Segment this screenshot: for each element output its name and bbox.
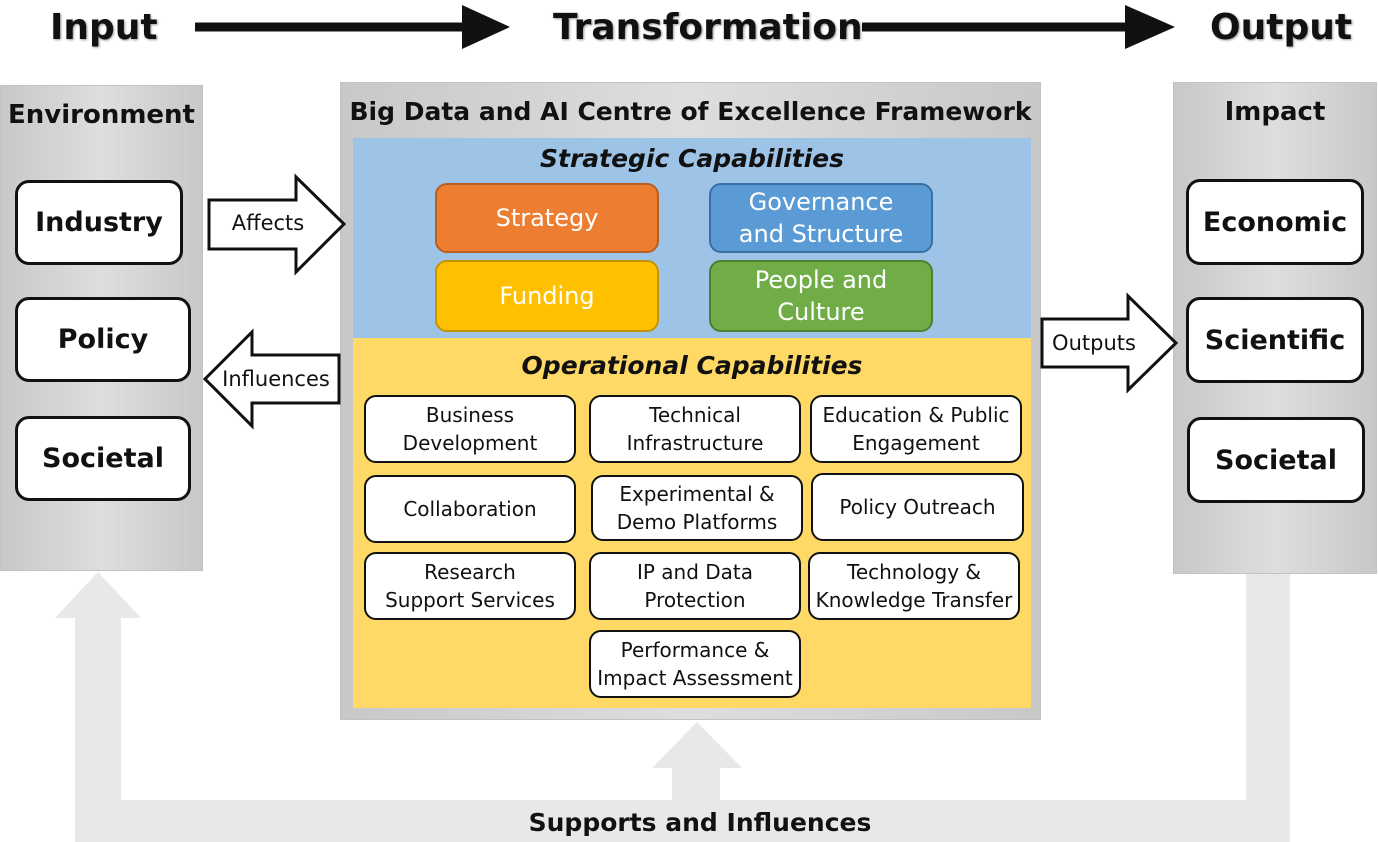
influences-label: Influences bbox=[222, 367, 330, 391]
feedback-label: Supports and Influences bbox=[528, 808, 872, 837]
op-ip-data-protection: IP and Data Protection bbox=[589, 552, 801, 620]
environment-industry: Industry bbox=[15, 180, 183, 265]
output-title: Output bbox=[1210, 7, 1353, 48]
transformation-title: Transformation bbox=[553, 7, 863, 48]
affects-label: Affects bbox=[231, 211, 305, 235]
op-business-development: Business Development bbox=[364, 395, 576, 463]
op-technology-knowledge-transfer: Technology & Knowledge Transfer bbox=[808, 552, 1020, 620]
feedback-arrow-shape bbox=[55, 572, 1290, 842]
funding-box: Funding bbox=[435, 260, 659, 332]
op-policy-outreach: Policy Outreach bbox=[811, 473, 1024, 541]
impact-societal: Societal bbox=[1187, 417, 1365, 503]
operational-title: Operational Capabilities bbox=[521, 351, 863, 380]
environment-policy: Policy bbox=[15, 297, 191, 382]
strategy-box: Strategy bbox=[435, 183, 659, 253]
impact-scientific: Scientific bbox=[1186, 297, 1364, 383]
op-education-public-engagement: Education & Public Engagement bbox=[810, 395, 1022, 463]
environment-societal: Societal bbox=[15, 416, 191, 501]
environment-title: Environment bbox=[8, 100, 195, 130]
framework-title: Big Data and AI Centre of Excellence Fra… bbox=[349, 97, 1032, 126]
op-technical-infrastructure: Technical Infrastructure bbox=[589, 395, 801, 463]
op-performance-impact-assessment: Performance & Impact Assessment bbox=[589, 630, 801, 698]
impact-title: Impact bbox=[1224, 97, 1326, 127]
impact-economic: Economic bbox=[1186, 179, 1364, 265]
governance-box: Governance and Structure bbox=[709, 183, 933, 253]
op-experimental-demo-platforms: Experimental & Demo Platforms bbox=[591, 475, 803, 541]
op-collaboration: Collaboration bbox=[364, 475, 576, 543]
people-box: People and Culture bbox=[709, 260, 933, 332]
input-title: Input bbox=[50, 7, 158, 48]
strategic-title: Strategic Capabilities bbox=[540, 144, 844, 173]
op-research-support-services: Research Support Services bbox=[364, 552, 576, 620]
outputs-label: Outputs bbox=[1052, 331, 1136, 355]
